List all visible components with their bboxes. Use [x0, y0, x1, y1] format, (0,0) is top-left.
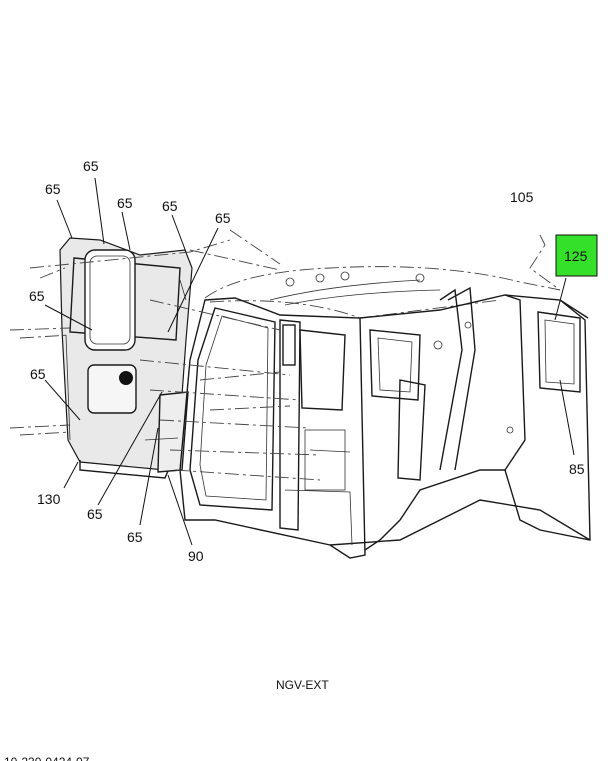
- highlight-box: [555, 234, 598, 277]
- label-90[interactable]: 90: [188, 548, 204, 564]
- projection-lines: [9, 229, 561, 481]
- label-130[interactable]: 130: [37, 491, 61, 507]
- cab-frame: [179, 266, 591, 559]
- diagram-caption: NGV-EXT: [276, 678, 329, 692]
- highlight-callout-125[interactable]: 125: [555, 234, 598, 277]
- label-65-bottom-mid[interactable]: 65: [127, 529, 143, 545]
- label-105[interactable]: 105: [510, 189, 534, 205]
- part-number: 10-230-0424-07: [4, 755, 90, 761]
- label-125: 125: [564, 248, 588, 264]
- label-65-panel-right[interactable]: 65: [215, 210, 231, 226]
- label-85[interactable]: 85: [569, 461, 585, 477]
- label-65-upper-left[interactable]: 65: [45, 181, 61, 197]
- label-65-upper-right[interactable]: 65: [162, 198, 178, 214]
- label-65-upper-mid[interactable]: 65: [117, 195, 133, 211]
- label-65-left-mid[interactable]: 65: [29, 288, 45, 304]
- label-65-left-lower[interactable]: 65: [30, 366, 46, 382]
- label-65-top[interactable]: 65: [83, 158, 99, 174]
- label-65-bottom-left[interactable]: 65: [87, 506, 103, 522]
- rear-wall-panel: [59, 237, 193, 479]
- leader-lines: [44, 177, 575, 546]
- callout-labels: 65 65 65 65 65 65 65 65 65 105 130 90 85…: [29, 158, 598, 564]
